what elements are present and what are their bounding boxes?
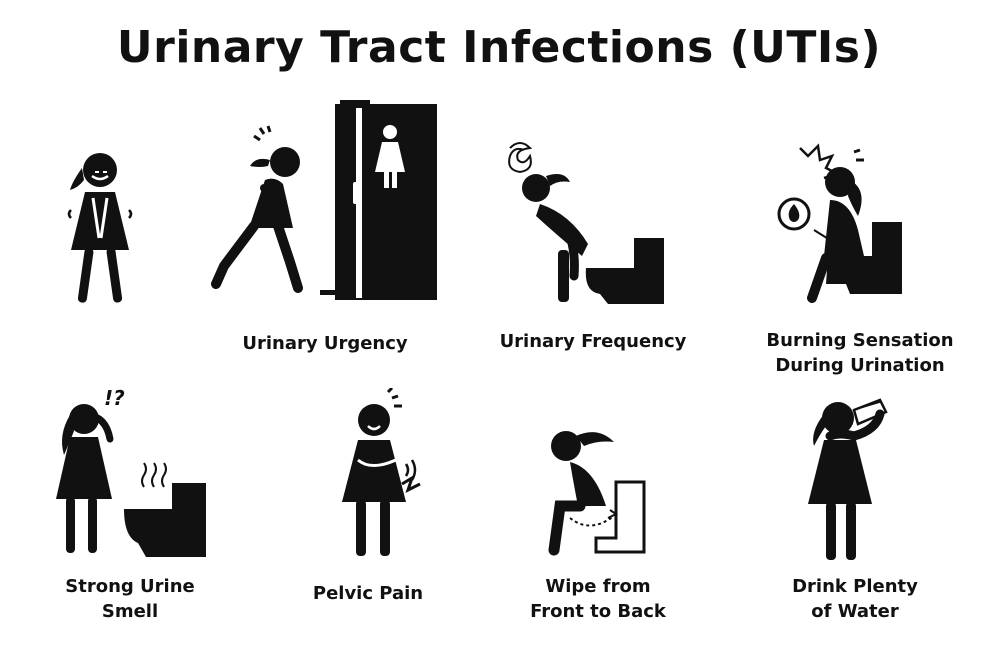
caption-line: Urinary Frequency xyxy=(499,331,687,352)
page-title: Urinary Tract Infections (UTIs) xyxy=(116,22,882,73)
water-illustration xyxy=(808,398,888,560)
urgency-illustration xyxy=(211,100,437,300)
caption-line: Wipe from xyxy=(545,576,651,597)
caption-urinary-urgency: Urinary Urgency xyxy=(225,331,425,356)
caption-line: Burning Sensation xyxy=(766,330,954,351)
caption-line: Strong Urine xyxy=(65,576,195,597)
wipe-illustration xyxy=(548,431,646,556)
caption-line: During Urination xyxy=(775,355,945,376)
caption-line: Urinary Urgency xyxy=(242,333,408,354)
caption-wipe-front-to-back: Wipe from Front to Back xyxy=(508,574,688,624)
caption-strong-urine-smell: Strong Urine Smell xyxy=(40,574,220,624)
caption-urinary-frequency: Urinary Frequency xyxy=(488,329,698,354)
holding-woman-illustration xyxy=(67,153,133,303)
surprise-mark: !? xyxy=(104,386,125,410)
caption-line: Front to Back xyxy=(530,601,666,622)
caption-burning-sensation: Burning Sensation During Urination xyxy=(755,328,965,378)
caption-line: Smell xyxy=(101,601,159,622)
pelvic-pain-illustration xyxy=(342,388,421,556)
caption-line: Drink Plenty xyxy=(792,576,918,597)
frequency-illustration xyxy=(508,142,664,304)
caption-line: Pelvic Pain xyxy=(312,583,424,604)
burning-illustration xyxy=(777,143,902,303)
caption-drink-plenty-of-water: Drink Plenty of Water xyxy=(770,574,940,624)
smell-illustration: !? xyxy=(56,386,206,557)
caption-pelvic-pain: Pelvic Pain xyxy=(288,581,448,606)
caption-line: of Water xyxy=(811,601,899,622)
